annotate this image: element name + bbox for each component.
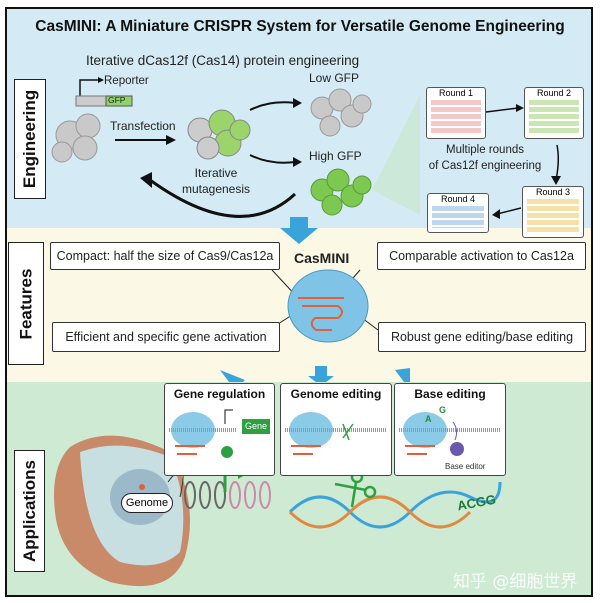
arrow-down-icon — [308, 376, 334, 382]
box-title: Base editing — [414, 387, 486, 401]
mixed-cells-icon — [187, 109, 251, 160]
engineering-section — [7, 9, 591, 228]
features-illustration — [220, 228, 410, 382]
arrow-right-icon — [395, 368, 410, 382]
low-gfp-cells-icon — [310, 88, 372, 137]
rounds-caption-1: Multiple rounds — [446, 144, 524, 156]
arrow-left-icon — [220, 370, 245, 382]
genome-label: Genome — [121, 493, 173, 513]
base-editor-label: Base editor — [445, 462, 486, 471]
features-label: Features — [8, 242, 44, 365]
genome-editing-box: Genome editing — [280, 383, 392, 476]
casmini-label: CasMINI — [294, 250, 350, 266]
box-title: Genome editing — [290, 387, 382, 401]
down-arrow-shaft — [290, 217, 308, 228]
round-label: Round 1 — [438, 88, 474, 98]
box-title: Gene regulation — [173, 387, 266, 401]
gene-label: Gene — [242, 419, 271, 434]
gene-regulation-box: Gene regulation Gene — [164, 383, 275, 476]
engineering-subtitle: Iterative dCas12f (Cas14) protein engine… — [86, 53, 360, 68]
gfp-label: GFP — [108, 95, 126, 105]
round-3-box: Round 3 — [522, 186, 584, 238]
reporter-construct-icon — [75, 77, 133, 107]
engineering-illustration — [51, 77, 561, 228]
chromatin-icon — [184, 481, 271, 509]
mutagenesis-label: mutagenesis — [181, 182, 251, 196]
round-label: Round 3 — [535, 187, 571, 197]
base-editing-box: Base editing A G Base editor — [394, 383, 506, 476]
feature-compact: Compact: half the size of Cas9/Cas12a — [50, 242, 280, 270]
watermark: 知乎 @细胞世界 — [453, 572, 578, 592]
round-label: Round 4 — [440, 194, 476, 204]
feature-gene-editing: Robust gene editing/base editing — [378, 322, 586, 352]
reporter-label: Reporter — [104, 75, 149, 87]
transfection-label: Transfection — [110, 119, 176, 133]
round-2-box: Round 2 — [524, 87, 584, 139]
zoom-wedge — [372, 95, 420, 215]
engineering-label: Engineering — [14, 79, 46, 199]
round-1-box: Round 1 — [426, 87, 486, 139]
low-gfp-arrow — [249, 101, 296, 111]
iterative-label: Iterative — [194, 166, 238, 180]
gray-cells-icon — [51, 113, 101, 163]
figure-title: CasMINI: A Miniature CRISPR System for V… — [35, 18, 565, 35]
iterative-mutagenesis-arrow — [149, 178, 297, 218]
feature-gene-activation: Efficient and specific gene activation — [52, 322, 280, 352]
down-arrow-icon — [280, 228, 318, 244]
high-gfp-label: High GFP — [309, 149, 362, 163]
base-g: G — [439, 405, 447, 415]
round-label: Round 2 — [536, 88, 572, 98]
gene-regulation-icon — [169, 409, 237, 458]
genome-editing-icon — [285, 412, 387, 455]
round-4-box: Round 4 — [427, 193, 489, 233]
rounds-caption-2: of Cas12f engineering — [428, 160, 542, 172]
base-editing-icon — [399, 412, 501, 456]
low-gfp-label: Low GFP — [309, 71, 360, 85]
applications-label: Applications — [14, 450, 45, 572]
base-a: A — [425, 414, 432, 424]
guide-rna-icon — [298, 297, 344, 331]
scissors-icon — [334, 470, 377, 508]
high-gfp-arrow — [249, 154, 296, 164]
features-label-text: Features — [16, 268, 35, 339]
figure-frame — [5, 7, 593, 597]
high-gfp-cells-icon — [310, 168, 372, 216]
feature-activation: Comparable activation to Cas12a — [377, 242, 586, 270]
